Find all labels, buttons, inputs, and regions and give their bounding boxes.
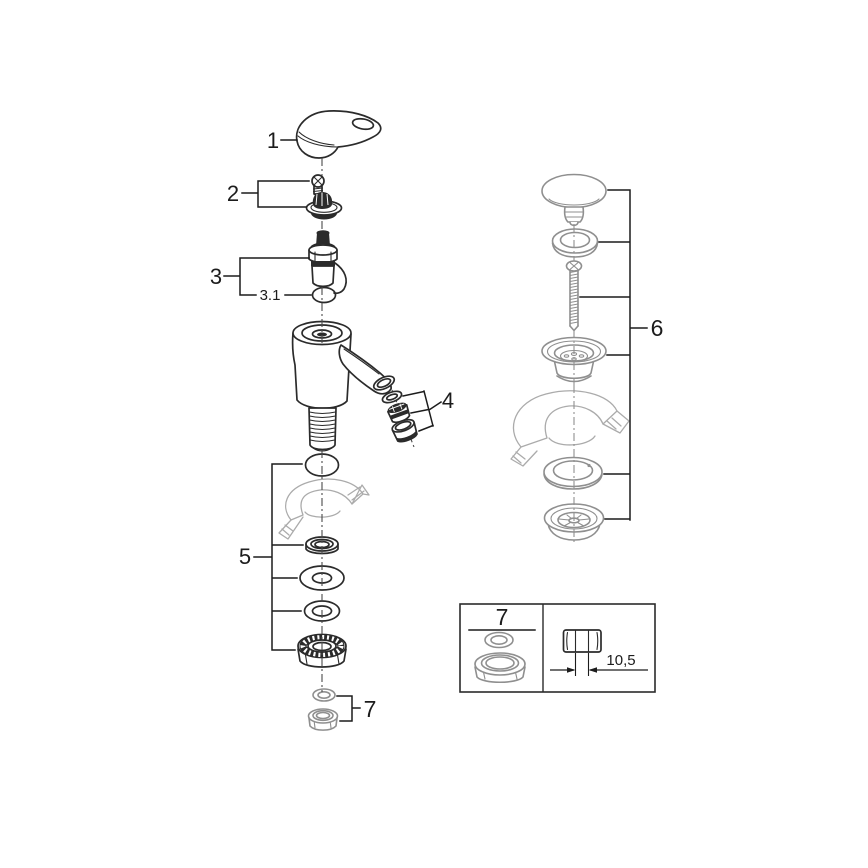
sink-cutaway-left: [278, 478, 370, 540]
part-label-3: 3: [210, 264, 222, 289]
cartridge-part-3: [308, 230, 347, 295]
part-label-6: 6: [651, 315, 664, 341]
inset-dimension: 10,5: [550, 652, 648, 676]
inset-nut-side-view: [562, 629, 602, 653]
inset-detail-box: 7 10,5: [459, 603, 656, 693]
part-label-2: 2: [227, 181, 239, 206]
part-label-3-1: 3.1: [260, 287, 281, 304]
part-label-4: 4: [442, 388, 454, 413]
screw-and-cap-part-2: [305, 174, 343, 220]
reference-brackets: [223, 139, 648, 722]
inset-locknut-parts: [474, 631, 526, 684]
faucet-body: [291, 320, 396, 452]
aerator-part-4: [381, 389, 418, 448]
part-label-7: 7: [364, 696, 377, 722]
mounting-parts-5: [278, 453, 370, 668]
part-label-5: 5: [239, 544, 251, 569]
part-label-1: 1: [267, 128, 279, 153]
oring-part-3-1: [311, 286, 337, 304]
handle-part-1: [295, 110, 382, 159]
dimension-value: 10,5: [606, 652, 635, 669]
locknut-part-7: [307, 688, 339, 731]
inset-part-label: 7: [496, 604, 509, 630]
drain-assembly-part-6: [510, 173, 630, 545]
sink-cutaway-right: [510, 390, 630, 467]
